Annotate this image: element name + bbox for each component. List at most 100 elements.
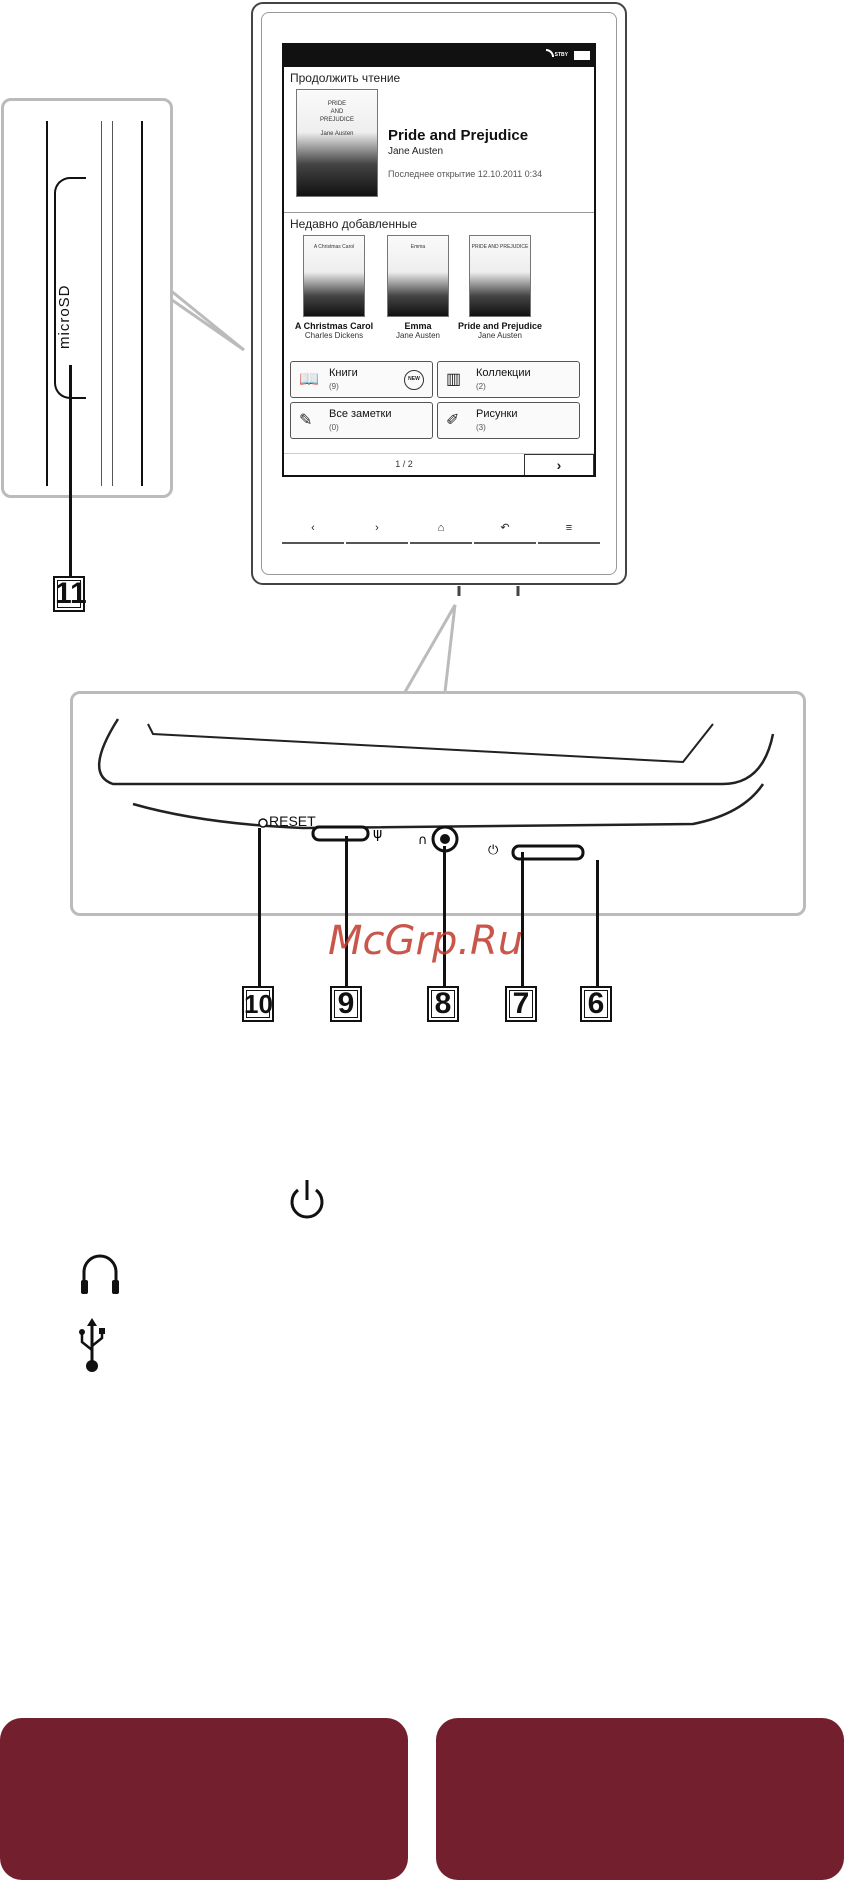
svg-text:∩: ∩ xyxy=(418,833,428,848)
next-page-hw-button[interactable]: › xyxy=(346,514,408,544)
recent-book-title: Emma xyxy=(404,321,432,331)
callout-inner-frame xyxy=(334,990,358,1018)
continue-reading-heading: Продолжить чтение xyxy=(290,71,401,85)
wireless-icon xyxy=(546,49,554,57)
menu-button[interactable]: ≡ xyxy=(538,514,600,544)
cover-text: Jane Austen xyxy=(320,131,354,137)
microsd-callout: microSD xyxy=(1,98,173,498)
power-icon xyxy=(290,1180,324,1219)
recent-book-cover[interactable]: Emma xyxy=(387,235,449,317)
callout-number-text: 10 xyxy=(244,989,273,1019)
callout-inner-frame xyxy=(57,580,81,608)
callout-number-10: 10 xyxy=(242,986,274,1022)
page-indicator: 1 / 2 xyxy=(395,459,413,469)
collections-icon: ▥ xyxy=(446,371,462,388)
usb-icon xyxy=(79,1318,105,1372)
callout-number-7: 7 xyxy=(505,986,537,1022)
nav-button-left[interactable] xyxy=(0,1718,408,1880)
notes-icon: ✎ xyxy=(299,412,313,429)
callout-leader-6 xyxy=(596,860,599,986)
tile-collections[interactable]: ▥ Коллекции (2) xyxy=(437,361,580,398)
reset-label: RESET xyxy=(269,813,316,829)
prev-page-button[interactable]: ‹ xyxy=(282,514,344,544)
back-button[interactable]: ↶ xyxy=(474,514,536,544)
callout-number-8: 8 xyxy=(427,986,459,1022)
callout-inner-frame xyxy=(509,990,533,1018)
microsd-slot[interactable] xyxy=(54,177,86,399)
home-button[interactable]: ⌂ xyxy=(410,514,472,544)
callout-number-text: 8 xyxy=(434,987,452,1020)
tile-label: Коллекции xyxy=(476,367,531,379)
current-book-cover[interactable]: PRIDE AND PREJUDICE Jane Austen xyxy=(296,89,378,197)
recent-book-caption: Emma Jane Austen xyxy=(368,321,468,340)
battery-icon xyxy=(574,51,590,60)
tile-count: (3) xyxy=(476,423,486,432)
tile-label: Книги xyxy=(329,367,358,379)
watermark-text: McGrp.Ru xyxy=(328,918,524,964)
pager: 1 / 2 › xyxy=(284,453,594,475)
callout-number-text: 6 xyxy=(587,987,605,1020)
new-badge: NEW xyxy=(404,370,424,390)
device-bezel xyxy=(261,12,617,575)
cover-text: Emma xyxy=(410,244,426,250)
callout-number-11: 11 xyxy=(53,576,87,612)
continue-reading-section[interactable]: PRIDE AND PREJUDICE Jane Austen Pride an… xyxy=(284,87,594,213)
tile-count: (0) xyxy=(329,423,339,432)
callout-leader-9 xyxy=(345,836,348,986)
status-bar: STBY xyxy=(284,45,594,67)
microsd-label: microSD xyxy=(56,284,73,349)
recent-book-title: A Christmas Carol xyxy=(294,321,374,331)
reader-device: STBY Продолжить чтение PRIDE AND PREJUDI… xyxy=(251,2,627,585)
callout-leader-10 xyxy=(258,828,261,986)
recent-book-title: Pride and Prejudice xyxy=(457,321,543,331)
drawings-icon: ✐ xyxy=(446,412,460,429)
edge-line xyxy=(46,121,48,486)
callout-inner-frame xyxy=(584,990,608,1018)
edge-line xyxy=(101,121,102,486)
svg-text:⏻: ⏻ xyxy=(488,843,498,858)
cover-text: PRIDE AND PREJUDICE xyxy=(471,244,529,250)
recent-book-caption: A Christmas Carol Charles Dickens xyxy=(284,321,384,340)
edge-line xyxy=(141,121,143,486)
edge-line xyxy=(112,121,113,486)
recent-book-cover[interactable]: A Christmas Carol xyxy=(303,235,365,317)
tile-books[interactable]: 📖 Книги (9) NEW xyxy=(290,361,433,398)
tile-label: Рисунки xyxy=(476,408,518,420)
callout-number-text: 11 xyxy=(55,577,87,610)
recent-book-author: Jane Austen xyxy=(477,331,523,340)
recent-book-author: Charles Dickens xyxy=(304,331,364,340)
cover-text: PREJUDICE xyxy=(319,117,354,123)
tile-drawings[interactable]: ✐ Рисунки (3) xyxy=(437,402,580,439)
sd-callout-pointer xyxy=(169,288,245,352)
callout-number-text: 7 xyxy=(512,987,530,1020)
svg-text:ψ: ψ xyxy=(373,826,382,842)
bottom-edge-drawing: ψ ∩ ⏻ xyxy=(98,718,775,861)
callout-inner-frame xyxy=(246,990,270,1018)
book-icon: 📖 xyxy=(299,371,319,388)
recently-added-heading: Недавно добавленные xyxy=(290,217,418,231)
recently-added-section: Недавно добавленные A Christmas Carol Em… xyxy=(284,213,594,340)
headphones-icon xyxy=(81,1254,119,1294)
tile-notes[interactable]: ✎ Все заметки (0) xyxy=(290,402,433,439)
recent-book-cover[interactable]: PRIDE AND PREJUDICE xyxy=(469,235,531,317)
current-book-author: Jane Austen xyxy=(388,146,444,157)
nav-button-right[interactable] xyxy=(436,1718,844,1880)
callout-leader-7 xyxy=(521,852,524,986)
callout-leader-8 xyxy=(443,846,446,986)
tile-label: Все заметки xyxy=(329,408,392,420)
tile-count: (9) xyxy=(329,382,339,391)
cover-text: AND xyxy=(330,109,344,115)
edge-callout-pointer xyxy=(403,604,457,693)
last-opened-text: Последнее открытие 12.10.2011 0:34 xyxy=(388,169,543,179)
callout-leader-11 xyxy=(69,365,72,580)
standby-indicator: STBY xyxy=(554,52,568,58)
recent-book-author: Jane Austen xyxy=(395,331,441,340)
callout-number-9: 9 xyxy=(330,986,362,1022)
callout-number-6: 6 xyxy=(580,986,612,1022)
device-screen: STBY Продолжить чтение PRIDE AND PREJUDI… xyxy=(282,43,596,477)
current-book-title[interactable]: Pride and Prejudice xyxy=(388,127,529,144)
callout-number-text: 9 xyxy=(337,987,355,1020)
next-page-button[interactable]: › xyxy=(524,454,594,475)
device-button-row: ‹ › ⌂ ↶ ≡ xyxy=(282,514,600,549)
